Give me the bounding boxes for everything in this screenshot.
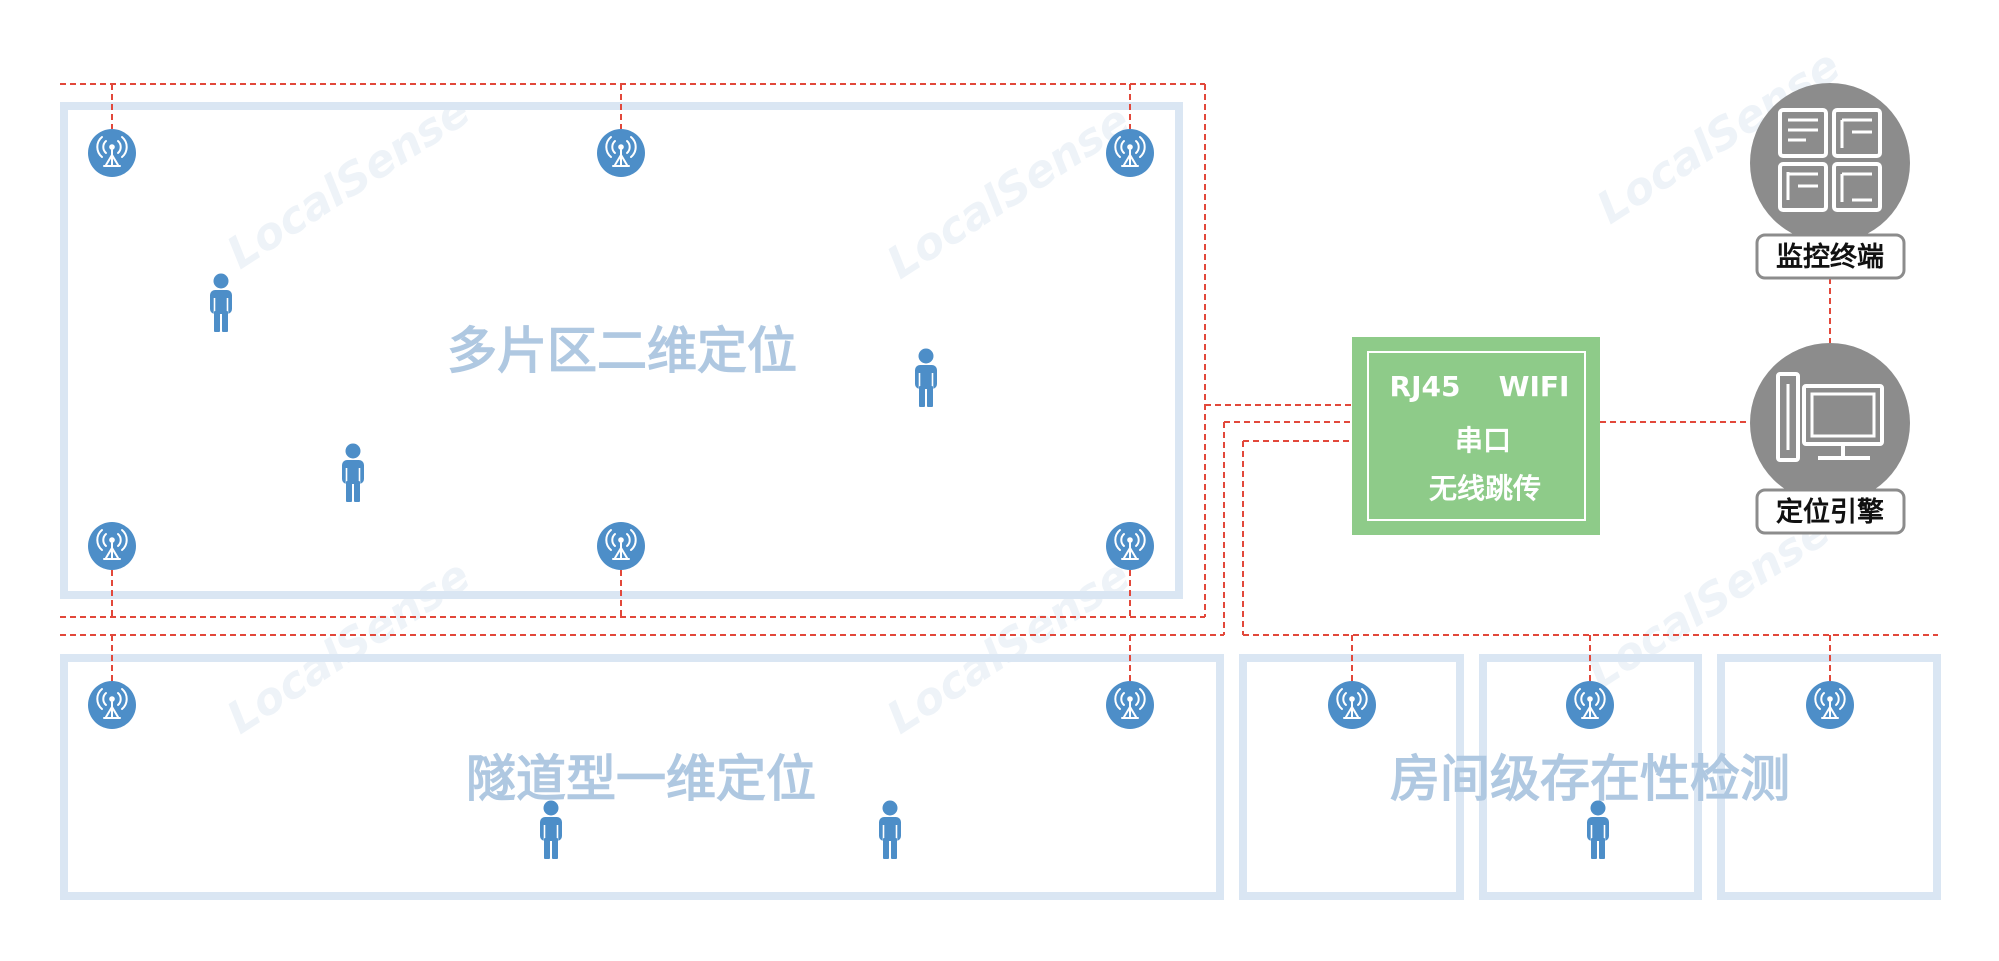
zone-room-label: 房间级存在性检测 xyxy=(1390,750,1790,808)
watermark: LocalSense xyxy=(878,95,1139,289)
gateway-inner-border xyxy=(1367,351,1586,521)
antenna-icon xyxy=(1106,681,1154,729)
antenna-icon xyxy=(88,522,136,570)
gateway-wifi-label: WIFI xyxy=(1499,370,1570,403)
antenna-icon xyxy=(597,129,645,177)
monitor-terminal-circle xyxy=(1750,83,1910,243)
antenna-icon xyxy=(597,522,645,570)
monitor-terminal: 监控终端 xyxy=(1750,83,1910,280)
gateway-rj45-label: RJ45 xyxy=(1390,370,1461,403)
watermark-layer: LocalSense LocalSense LocalSense LocalSe… xyxy=(218,40,1849,744)
person-icon xyxy=(210,273,232,332)
antenna-icon xyxy=(1106,522,1154,570)
gateway-serial-label: 串口 xyxy=(1455,424,1511,457)
zone-tunnel-border xyxy=(60,654,1224,900)
zone-multi-area-label: 多片区二维定位 xyxy=(447,322,797,380)
watermark: LocalSense xyxy=(218,85,479,279)
antenna-icon xyxy=(1806,681,1854,729)
zone-tunnel-label: 隧道型一维定位 xyxy=(466,750,816,808)
antenna-icon xyxy=(88,681,136,729)
anchor-layer xyxy=(88,129,1854,729)
monitor-terminal-label: 监控终端 xyxy=(1776,241,1884,273)
watermark: LocalSense xyxy=(218,550,479,744)
tag-layer xyxy=(210,273,1609,859)
positioning-engine-circle xyxy=(1750,343,1910,503)
link-layer xyxy=(60,83,1938,681)
person-icon xyxy=(540,800,562,859)
person-icon xyxy=(915,348,937,407)
antenna-icon xyxy=(1566,681,1614,729)
gateway-box xyxy=(1352,337,1600,535)
gateway-wireless-relay-label: 无线跳传 xyxy=(1429,472,1541,505)
antenna-icon xyxy=(1106,129,1154,177)
antenna-icon xyxy=(88,129,136,177)
monitor-terminal-label-box xyxy=(1755,233,1906,280)
positioning-engine-label-box xyxy=(1755,488,1906,535)
antenna-icon xyxy=(1328,681,1376,729)
watermark: LocalSense xyxy=(878,550,1139,744)
gateway: RJ45 WIFI 串口 无线跳传 xyxy=(1352,337,1600,535)
person-icon xyxy=(342,443,364,502)
computer-icon xyxy=(1776,372,1884,462)
monitor-wall-icon xyxy=(1778,108,1882,212)
positioning-engine: 定位引擎 xyxy=(1750,343,1910,535)
person-icon xyxy=(1587,800,1609,859)
positioning-engine-label: 定位引擎 xyxy=(1776,496,1884,528)
person-icon xyxy=(879,800,901,859)
